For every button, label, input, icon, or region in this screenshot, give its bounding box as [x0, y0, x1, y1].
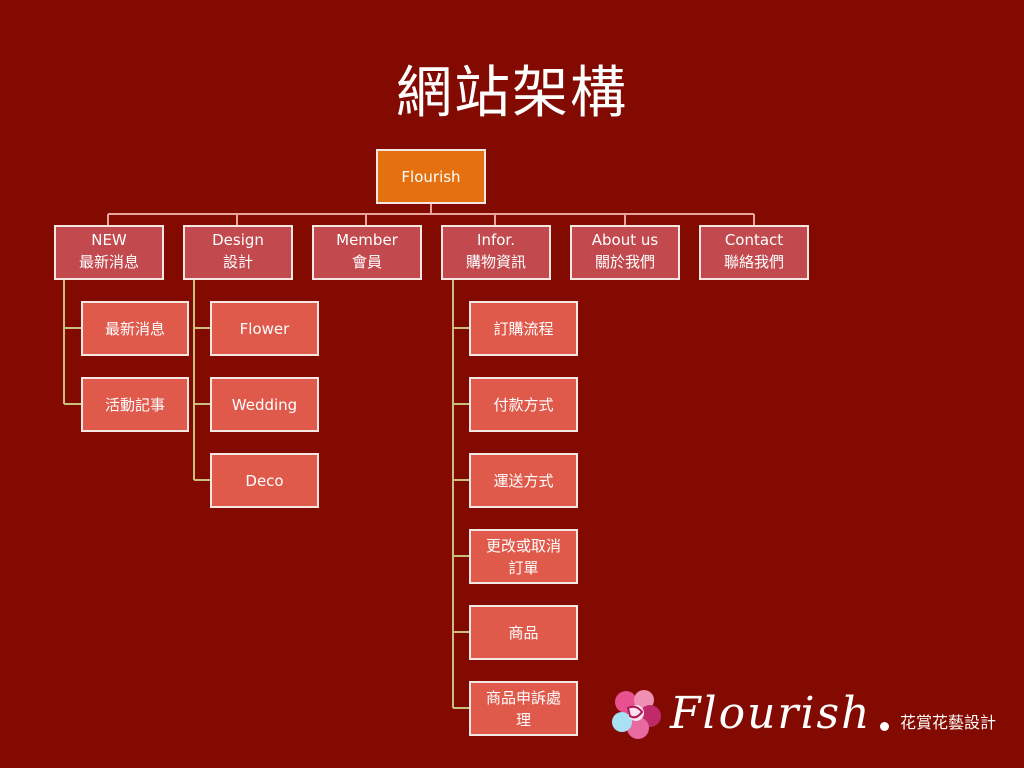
child-label: 商品 — [508, 623, 539, 642]
section-about: About us 關於我們 — [570, 225, 680, 280]
section-contact: Contact 聯絡我們 — [699, 225, 809, 280]
section-design-en: Design — [212, 231, 264, 249]
section-design-zh: 設計 — [222, 253, 253, 271]
logo-wordmark: Flourish — [670, 688, 872, 739]
child-label: 更改或取消訂單 — [485, 536, 561, 577]
child-new-events: 活動記事 — [81, 377, 189, 432]
section-infor-en: Infor. — [477, 231, 515, 249]
root-connectors — [107, 203, 755, 226]
section-about-zh: 關於我們 — [594, 253, 655, 271]
child-infor-payment: 付款方式 — [469, 377, 578, 432]
child-infor-order-process: 訂購流程 — [469, 301, 578, 356]
child-label: 付款方式 — [493, 395, 554, 414]
section-new: NEW 最新消息 — [54, 225, 164, 280]
section-member-en: Member — [336, 231, 398, 249]
child-label: 訂購流程 — [493, 319, 554, 338]
flower-icon — [612, 690, 661, 739]
child-infor-products: 商品 — [469, 605, 578, 660]
section-contact-en: Contact — [724, 231, 784, 249]
child-label: Deco — [245, 471, 284, 490]
section-infor-zh: 購物資訊 — [465, 253, 526, 271]
child-infor-change-cancel: 更改或取消訂單 — [469, 529, 578, 584]
section-member: Member 會員 — [312, 225, 422, 280]
section-new-zh: 最新消息 — [78, 253, 139, 271]
child-label: Wedding — [231, 395, 298, 414]
child-label: 運送方式 — [493, 471, 554, 490]
child-design-flower: Flower — [210, 301, 319, 356]
brand-logo: Flourish 花賞花藝設計 — [608, 686, 1018, 746]
page-title: 網站架構 — [396, 61, 628, 126]
child-infor-complaints: 商品申訴處理 — [469, 681, 578, 736]
logo-tagline: 花賞花藝設計 — [900, 713, 997, 732]
logo-dot — [880, 722, 889, 731]
child-label: Flower — [239, 319, 290, 338]
child-design-wedding: Wedding — [210, 377, 319, 432]
section-design: Design 設計 — [183, 225, 293, 280]
child-label: 活動記事 — [104, 395, 165, 414]
child-label: 最新消息 — [104, 319, 165, 338]
child-infor-shipping: 運送方式 — [469, 453, 578, 508]
section-about-en: About us — [591, 231, 659, 249]
root-node: Flourish — [376, 149, 486, 204]
child-design-deco: Deco — [210, 453, 319, 508]
child-label: 商品申訴處理 — [485, 688, 561, 729]
root-label: Flourish — [401, 167, 461, 186]
child-new-news: 最新消息 — [81, 301, 189, 356]
section-new-en: NEW — [91, 231, 127, 249]
section-infor: Infor. 購物資訊 — [441, 225, 551, 280]
child-connectors — [63, 280, 470, 709]
section-member-zh: 會員 — [351, 253, 382, 271]
section-contact-zh: 聯絡我們 — [723, 253, 784, 271]
